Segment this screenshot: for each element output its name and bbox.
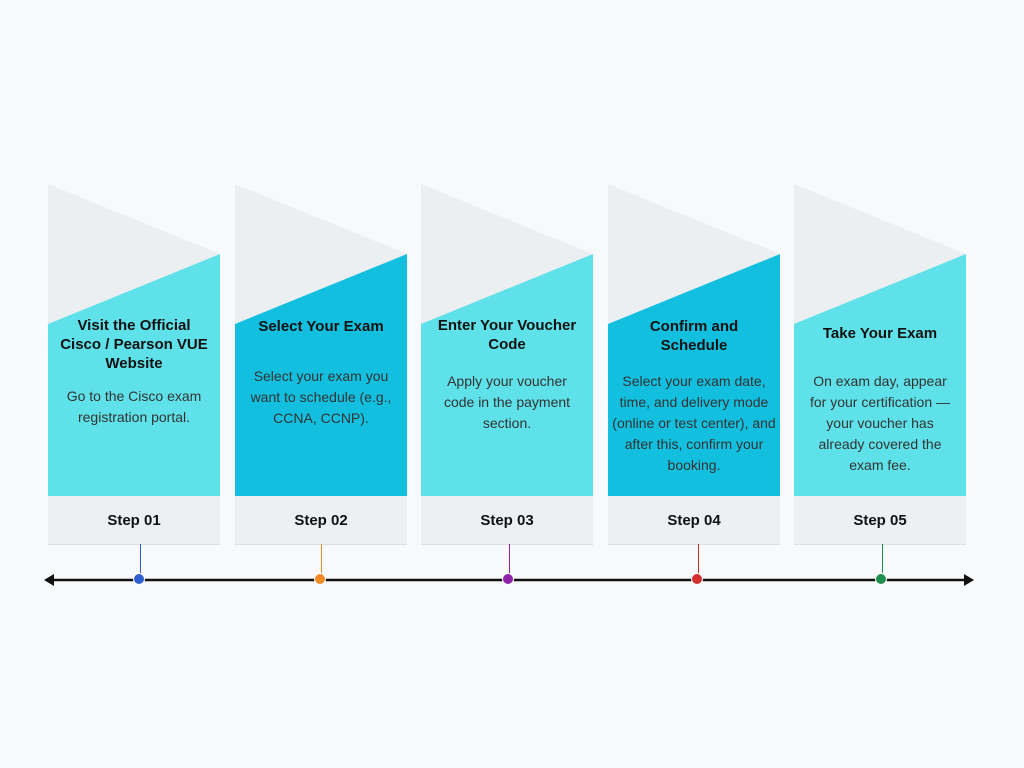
- connector-line-4: [698, 544, 699, 578]
- connector-line-1: [140, 544, 141, 578]
- step-title: Visit the Official Cisco / Pearson VUE W…: [60, 317, 208, 372]
- step-label: Step 04: [608, 496, 780, 545]
- step-card-1: Visit the Official Cisco / Pearson VUE W…: [48, 184, 220, 545]
- step-description: On exam day, appear for your certificati…: [809, 373, 951, 473]
- timeline-marker-3: [502, 573, 514, 585]
- step-card-5: Take Your Exam On exam day, appear for y…: [794, 184, 966, 545]
- connector-line-5: [882, 544, 883, 578]
- connector-line-3: [509, 544, 510, 578]
- step-description: Apply your voucher code in the payment s…: [443, 373, 571, 431]
- step-description: Go to the Cisco exam registration portal…: [66, 388, 202, 425]
- step-label: Step 03: [421, 496, 593, 545]
- step-card-4: Confirm and Schedule Select your exam da…: [608, 184, 780, 545]
- timeline-marker-4: [691, 573, 703, 585]
- timeline-marker-1: [133, 573, 145, 585]
- step-description: Select your exam you want to schedule (e…: [250, 368, 392, 426]
- step-title: Take Your Exam: [822, 325, 938, 342]
- step-title: Enter Your Voucher Code: [437, 317, 577, 353]
- step-label: Step 02: [235, 496, 407, 545]
- step-label: Step 01: [48, 496, 220, 545]
- timeline-marker-2: [314, 573, 326, 585]
- step-title: Select Your Exam: [258, 318, 384, 335]
- timeline-arrow-right: [964, 574, 974, 586]
- connector-line-2: [321, 544, 322, 578]
- timeline-marker-5: [875, 573, 887, 585]
- step-title: Confirm and Schedule: [649, 318, 739, 354]
- step-label: Step 05: [794, 496, 966, 545]
- step-card-3: Enter Your Voucher Code Apply your vouch…: [421, 184, 593, 545]
- step-card-2: Select Your Exam Select your exam you wa…: [235, 184, 407, 545]
- step-description: Select your exam date, time, and deliver…: [612, 373, 776, 473]
- timeline-arrow-left: [44, 574, 54, 586]
